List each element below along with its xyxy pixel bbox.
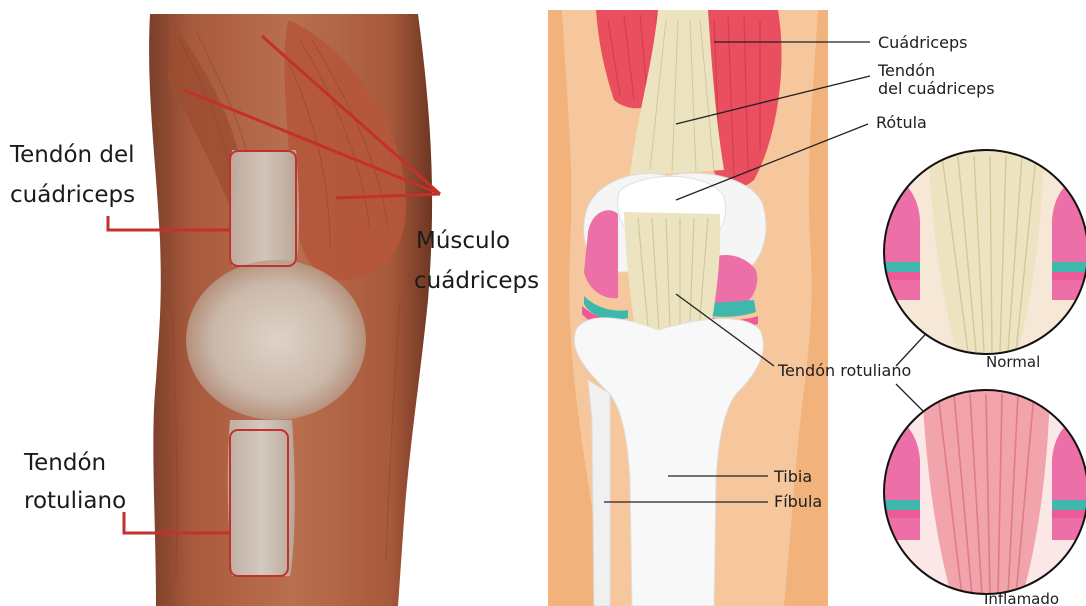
label-patellar-tendon: Tendón rotuliano: [777, 361, 911, 380]
label-inflamed: Inflamado: [984, 590, 1059, 606]
label-quad-tendon-2: del cuádriceps: [878, 79, 995, 98]
label-patellar-tendon-2: rotuliano: [24, 488, 126, 514]
label-normal: Normal: [986, 353, 1040, 371]
label-quad-muscle-1: Músculo: [416, 228, 510, 254]
label-quad-tendon-1: Tendón: [877, 61, 935, 80]
left-knee-illustration: Tendón del cuádriceps Músculo cuádriceps…: [0, 0, 548, 606]
patellar-tendon-shape: [228, 420, 295, 576]
label-quad-tendon-1: Tendón del: [9, 142, 135, 168]
label-quadriceps: Cuádriceps: [878, 33, 967, 52]
left-knee-svg: Tendón del cuádriceps Músculo cuádriceps…: [0, 0, 548, 606]
label-quad-tendon-2: cuádriceps: [10, 182, 135, 208]
quad-tendon-shape: [229, 150, 299, 266]
label-quad-muscle-2: cuádriceps: [414, 268, 539, 294]
label-fibula: Fíbula: [774, 492, 822, 511]
patella-area: [186, 260, 366, 420]
label-patella: Rótula: [876, 113, 927, 132]
right-knee-illustration: Cuádriceps Tendón del cuádriceps Rótula …: [548, 0, 1086, 606]
right-knee-svg: Cuádriceps Tendón del cuádriceps Rótula …: [548, 0, 1086, 606]
label-patellar-tendon-1: Tendón: [23, 450, 106, 476]
label-tibia: Tibia: [773, 467, 812, 486]
